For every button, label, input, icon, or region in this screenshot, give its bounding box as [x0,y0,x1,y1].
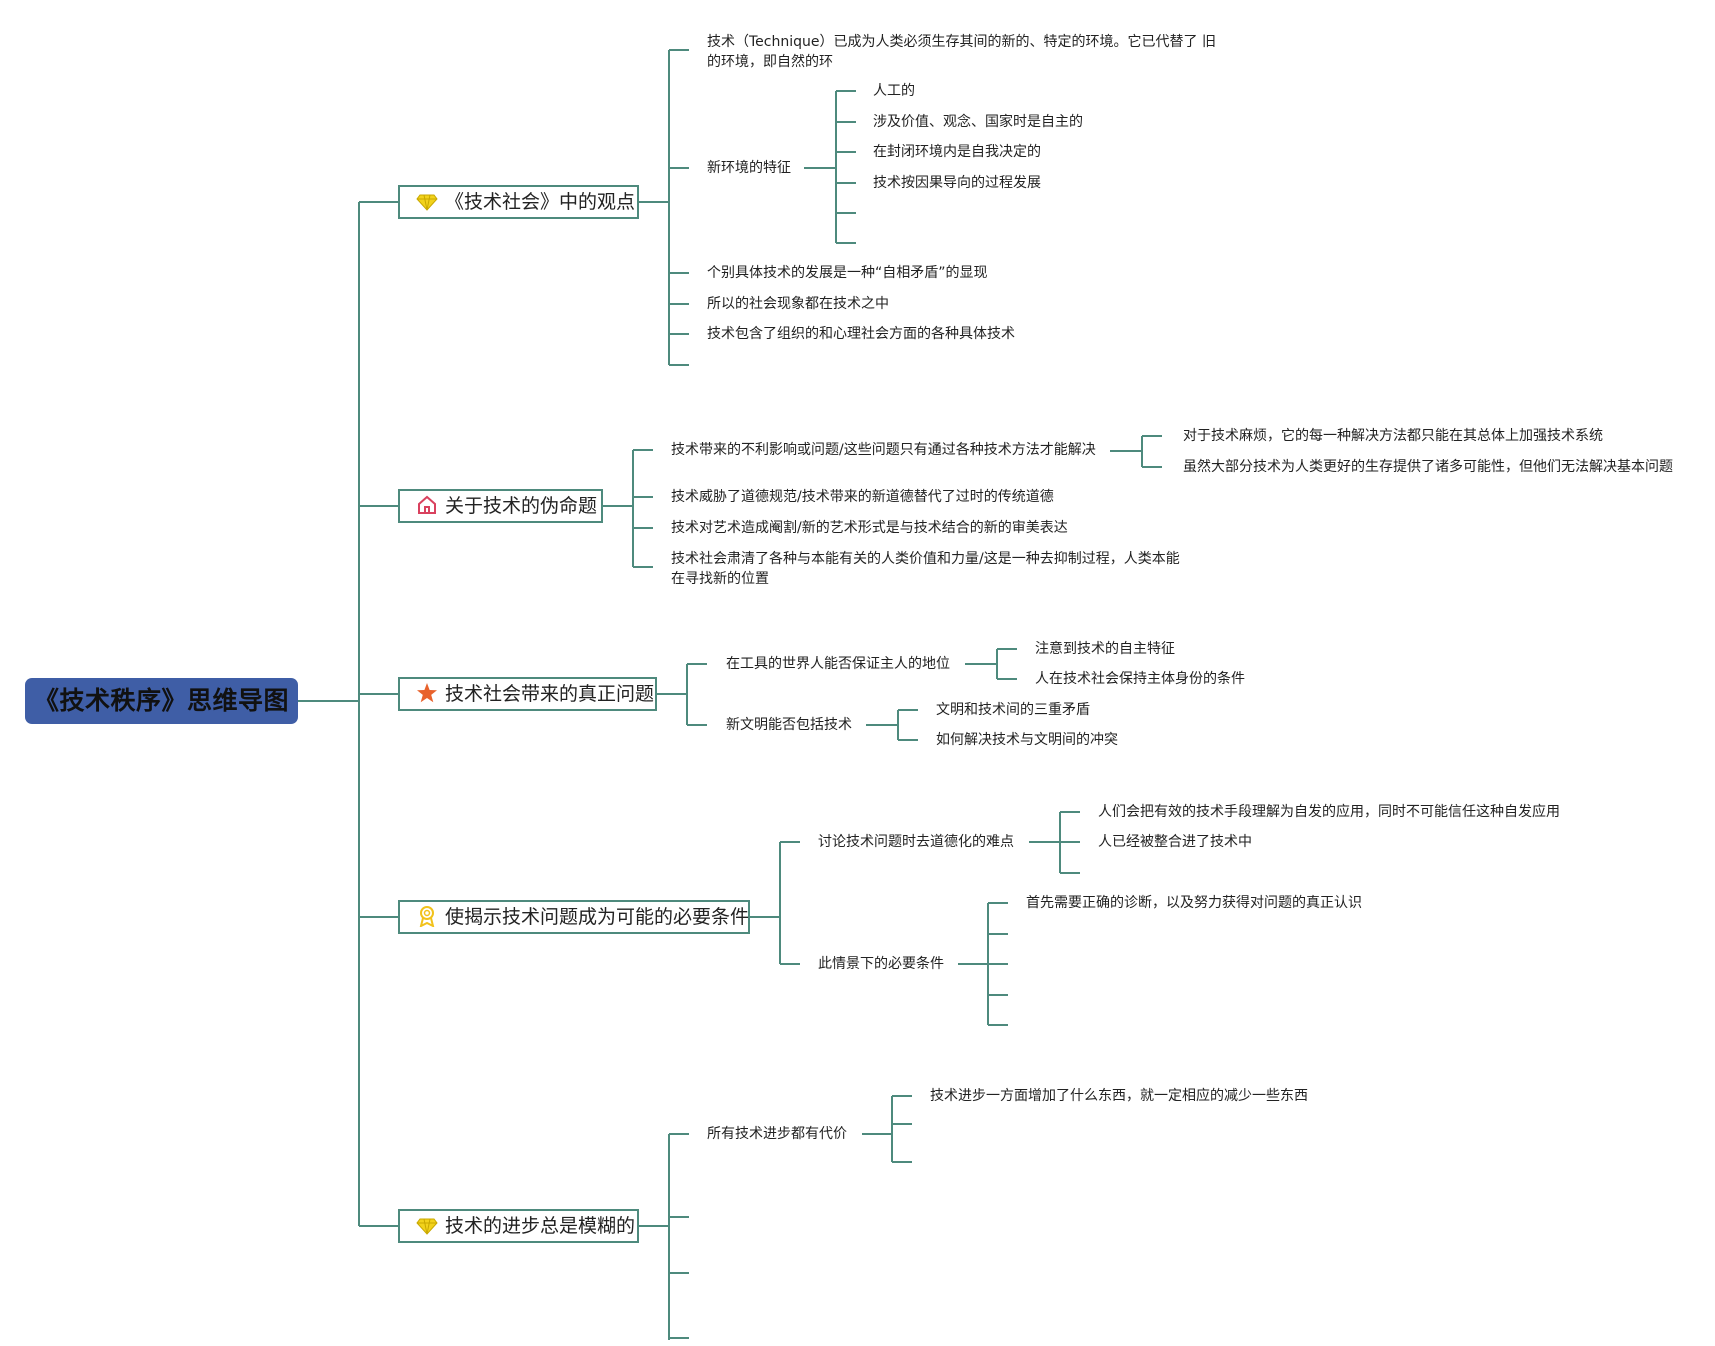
leaf-increase-decrease[interactable]: 技术进步一方面增加了什么东西，就一定相应的减少一些东西 [930,1088,1308,1104]
branch-label: 《技术社会》中的观点 [445,191,636,213]
node-technical-solutions[interactable]: 技术带来的不利影响或问题/这些问题只有通过各种技术方法才能解决 [671,442,1096,458]
branch-topic-pseudo-propositions[interactable]: 关于技术的伪命题 [398,489,603,523]
diamond-icon [416,190,438,212]
node-new-environment-definition[interactable]: 技术（Technique）已成为人类必须生存其间的新的、特定的环境。它已代替了 … [707,34,1216,70]
branch-topic-real-problems[interactable]: 技术社会带来的真正问题 [398,677,657,711]
node-demoralization-difficulty[interactable]: 讨论技术问题时去道德化的难点 [818,834,1014,850]
node-master-position[interactable]: 在工具的世界人能否保证主人的地位 [726,656,950,672]
leaf-spontaneous-application[interactable]: 人们会把有效的技术手段理解为自发的应用，同时不可能信任这种自发应用 [1098,804,1560,820]
leaf-triple-contradiction[interactable]: 文明和技术间的三重矛盾 [936,702,1090,718]
node-organizational-techniques[interactable]: 技术包含了组织的和心理社会方面的各种具体技术 [707,326,1015,342]
node-moral-norms[interactable]: 技术威胁了道德规范/技术带来的新道德替代了过时的传统道德 [671,489,1054,505]
node-new-civilization[interactable]: 新文明能否包括技术 [726,717,852,733]
node-self-contradiction[interactable]: 个别具体技术的发展是一种“自相矛盾”的显现 [707,265,988,281]
leaf-autonomous-values[interactable]: 涉及价值、观念、国家时是自主的 [873,114,1083,130]
leaf-integrated-into-technology[interactable]: 人已经被整合进了技术中 [1098,834,1252,850]
leaf-basic-problems[interactable]: 虽然大部分技术为人类更好的生存提供了诸多可能性，但他们无法解决基本问题 [1183,459,1673,475]
leaf-subject-identity[interactable]: 人在技术社会保持主体身份的条件 [1035,671,1245,687]
branch-topic-necessary-conditions[interactable]: 使揭示技术问题成为可能的必要条件 [398,900,750,934]
leaf-correct-diagnosis[interactable]: 首先需要正确的诊断，以及努力获得对问题的真正认识 [1026,895,1362,911]
leaf-strengthen-system[interactable]: 对于技术麻烦，它的每一种解决方法都只能在其总体上加强技术系统 [1183,428,1603,444]
branch-label: 技术的进步总是模糊的 [445,1215,636,1237]
node-social-phenomena[interactable]: 所以的社会现象都在技术之中 [707,296,889,312]
node-new-environment-features[interactable]: 新环境的特征 [707,160,791,176]
node-art-forms[interactable]: 技术对艺术造成阉割/新的艺术形式是与技术结合的新的审美表达 [671,520,1068,536]
node-progress-has-cost[interactable]: 所有技术进步都有代价 [707,1126,847,1142]
node-instinct-values[interactable]: 技术社会肃清了各种与本能有关的人类价值和力量/这是一种去抑制过程，人类本能在寻找… [671,551,1180,587]
leaf-artificial[interactable]: 人工的 [873,83,915,99]
leaf-self-determined[interactable]: 在封闭环境内是自我决定的 [873,144,1041,160]
node-conditions-in-context[interactable]: 此情景下的必要条件 [818,956,944,972]
branch-label: 关于技术的伪命题 [445,495,598,517]
branch-topic-ambiguous-progress[interactable]: 技术的进步总是模糊的 [398,1209,639,1243]
house-icon [416,494,438,516]
root-topic[interactable]: 《技术秩序》思维导图 [25,678,298,724]
leaf-causal-process[interactable]: 技术按因果导向的过程发展 [873,175,1041,191]
leaf-autonomy-feature[interactable]: 注意到技术的自主特征 [1035,641,1175,657]
diamond-icon [416,1214,438,1236]
branch-label: 技术社会带来的真正问题 [445,683,655,705]
leaf-resolve-conflict[interactable]: 如何解决技术与文明间的冲突 [936,732,1118,748]
branch-label: 使揭示技术问题成为可能的必要条件 [445,906,750,928]
branch-topic-technical-society[interactable]: 《技术社会》中的观点 [398,185,639,219]
award-icon [416,905,438,928]
star-icon [416,682,438,704]
